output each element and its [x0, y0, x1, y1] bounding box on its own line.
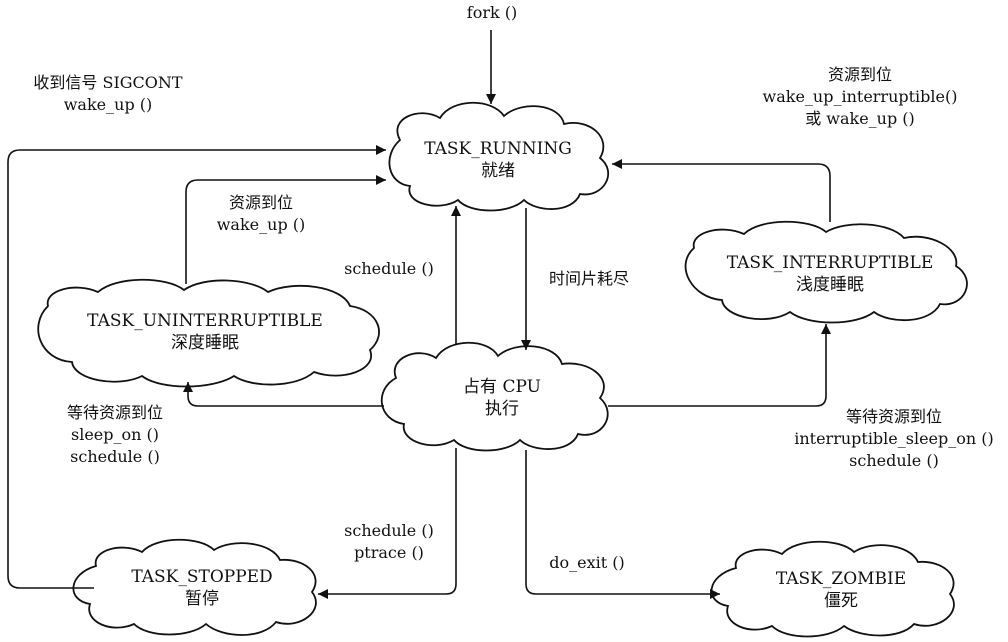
wake-interruptible-label: 资源到位 wake_up_interruptible() 或 wake_up (…: [762, 65, 958, 128]
ptrace-label: schedule () ptrace (): [344, 521, 434, 562]
do-exit-arrow: [525, 450, 720, 599]
interruptible-name: TASK_INTERRUPTIBLE: [726, 253, 934, 273]
stopped-cloud: [72, 538, 317, 636]
uninterruptible-cloud: [37, 278, 380, 388]
stopped-label: TASK_STOPPED 暂停: [96, 566, 308, 610]
wake-uninterruptible-arrow: [185, 175, 386, 284]
stopped-desc: 暂停: [185, 589, 219, 609]
task-running-name: TASK_RUNNING: [424, 139, 572, 159]
cpu-label: 占有 CPU 执行: [404, 376, 600, 420]
uninterruptible-desc: 深度睡眠: [171, 333, 239, 353]
interruptible-cloud: [684, 220, 968, 324]
ptrace-arrow: [318, 448, 457, 599]
timeslice-label: 时间片耗尽: [548, 269, 629, 288]
wake-interruptible-arrow: [612, 159, 831, 222]
cpu-desc: 执行: [485, 399, 519, 419]
cpu-name: 占有 CPU: [463, 377, 541, 397]
task-running-desc: 就绪: [481, 161, 515, 181]
uninterruptible-name: TASK_UNINTERRUPTIBLE: [87, 311, 323, 331]
interruptible-sleep-on-label: 等待资源到位 interruptible_sleep_on () schedul…: [794, 407, 994, 470]
task-running-cloud: [388, 101, 610, 212]
zombie-name: TASK_ZOMBIE: [775, 569, 907, 589]
interruptible-sleep-on-arrow: [608, 324, 831, 407]
interruptible-label: TASK_INTERRUPTIBLE 浅度睡眠: [700, 252, 960, 296]
zombie-label: TASK_ZOMBIE 僵死: [736, 568, 946, 612]
task-running-label: TASK_RUNNING 就绪: [400, 138, 596, 182]
wake-uninterruptible-label: 资源到位 wake_up (): [216, 193, 306, 234]
sleep-on-label: 等待资源到位 sleep_on () schedule (): [66, 403, 163, 466]
sigcont-label: 收到信号 SIGCONT wake_up (): [33, 73, 183, 114]
schedule-to-running-label: schedule (): [344, 259, 434, 278]
cpu-cloud: [380, 341, 609, 452]
zombie-cloud: [710, 540, 955, 638]
interruptible-desc: 浅度睡眠: [796, 275, 864, 295]
fork-label: fork (): [466, 3, 518, 22]
stopped-name: TASK_STOPPED: [131, 567, 273, 587]
sigcont-arrow: [7, 145, 386, 589]
zombie-desc: 僵死: [824, 591, 858, 611]
sleep-on-arrow: [183, 382, 384, 407]
uninterruptible-label: TASK_UNINTERRUPTIBLE 深度睡眠: [50, 310, 360, 354]
do-exit-label: do_exit (): [549, 553, 625, 572]
